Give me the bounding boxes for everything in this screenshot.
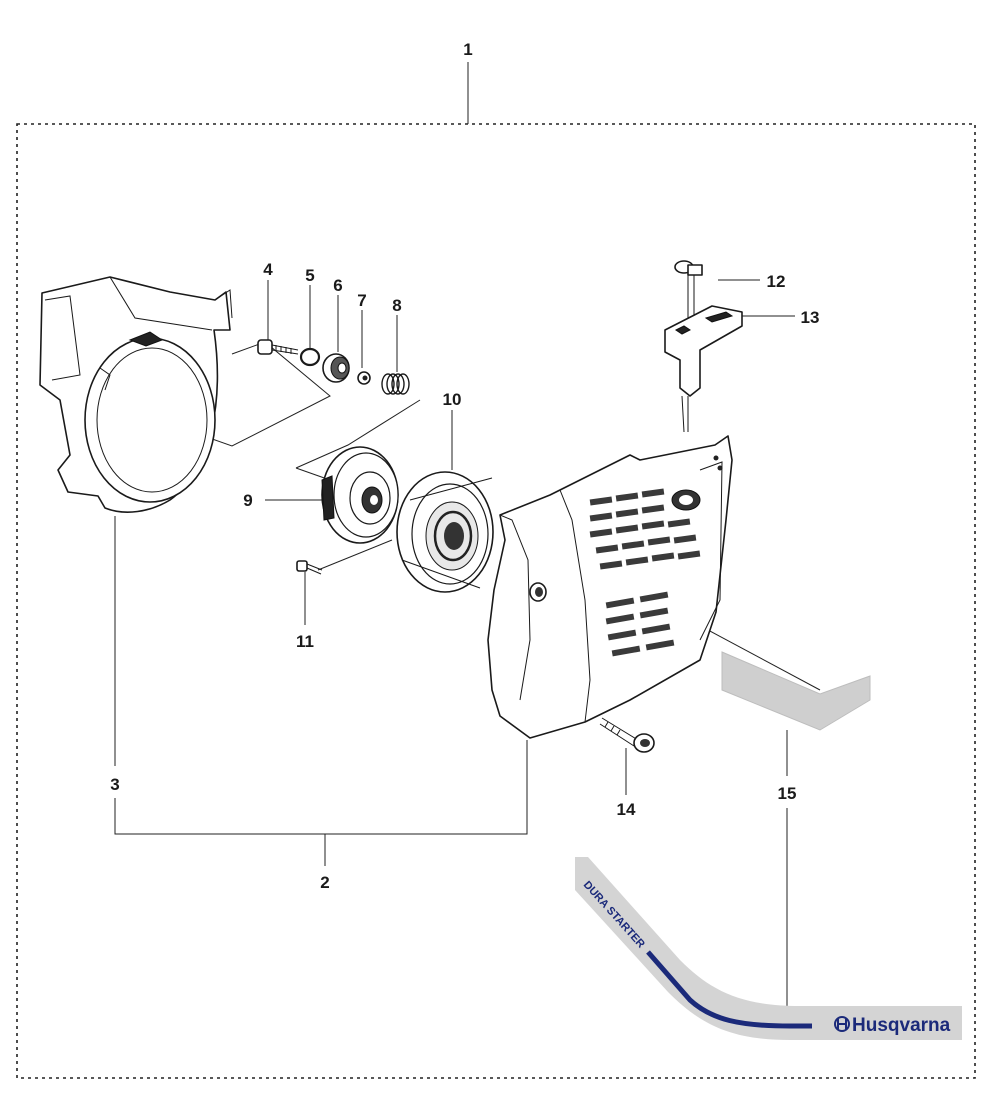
callout-9: 9 — [243, 491, 252, 510]
assembly-boundary — [16, 123, 976, 1079]
hub-part-6 — [322, 353, 350, 383]
decal-brand: Husqvarna — [852, 1015, 951, 1036]
husqvarna-logo-icon — [834, 1016, 850, 1032]
handle-insert-part-12 — [674, 260, 703, 322]
bolt-part-14 — [599, 717, 655, 753]
decal-stripe — [575, 857, 962, 1040]
callout-8: 8 — [392, 296, 401, 315]
spring-part-8 — [381, 373, 410, 395]
callout-15: 15 — [778, 784, 797, 803]
starter-pulley-part-9 — [321, 446, 399, 544]
callout-7: 7 — [357, 291, 366, 310]
decal-preview-part-15 — [721, 651, 871, 731]
callout-2: 2 — [320, 873, 329, 892]
dura-starter-decal: DURA STARTER Husqvarna — [575, 857, 962, 1040]
callout-12: 12 — [767, 272, 786, 291]
callout-labels: 1 2 3 4 5 6 7 8 9 10 11 12 13 14 15 — [110, 40, 819, 892]
screw-part-4 — [257, 339, 299, 355]
starter-handle-part-13 — [664, 305, 743, 433]
callout-10: 10 — [443, 390, 462, 409]
fan-housing — [39, 276, 233, 513]
callout-13: 13 — [801, 308, 820, 327]
callout-6: 6 — [333, 276, 342, 295]
callout-11: 11 — [296, 632, 314, 651]
callout-3: 3 — [110, 775, 119, 794]
callout-14: 14 — [617, 800, 636, 819]
callout-4: 4 — [263, 260, 273, 279]
decal-brand-line — [646, 950, 812, 1029]
washer-part-7 — [357, 371, 371, 385]
callout-1: 1 — [463, 40, 472, 59]
o-ring-part-5 — [299, 347, 321, 367]
callout-5: 5 — [305, 266, 314, 285]
spring-assembly-hardware — [257, 339, 410, 395]
recoil-spring-part-10 — [396, 471, 494, 593]
screw-part-11 — [296, 560, 323, 575]
starter-cover-part-2 — [487, 435, 733, 739]
